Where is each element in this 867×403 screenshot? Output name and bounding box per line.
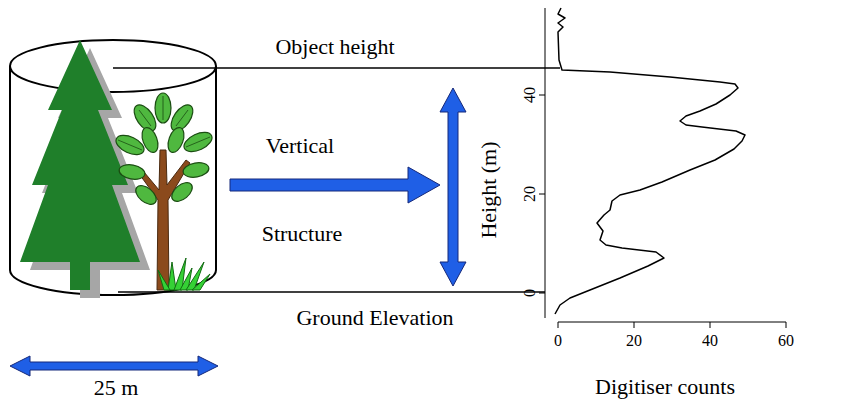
annotation: Structure	[262, 223, 343, 245]
tick-label: 0	[554, 333, 562, 349]
tick-label: 20	[522, 186, 538, 202]
tick-label: 20	[626, 333, 642, 349]
tick-label: 0	[522, 289, 538, 297]
waveform-curve	[555, 8, 745, 314]
transform-arrow	[230, 167, 440, 203]
annotation: Object height	[275, 36, 394, 58]
dimension-label: 25 m	[94, 377, 139, 399]
grass	[158, 258, 210, 290]
tick-label: 60	[778, 333, 794, 349]
conifer-tree	[20, 40, 140, 290]
annotation: Ground Elevation	[296, 307, 453, 329]
tick-label: 40	[522, 87, 538, 103]
height-arrow	[440, 88, 466, 286]
plot-cylinder	[10, 40, 216, 295]
axis-title: Height (m)	[478, 141, 500, 238]
annotation: Vertical	[266, 135, 334, 157]
tick-label: 40	[702, 333, 718, 349]
width-arrow	[10, 356, 218, 376]
deciduous-tree	[113, 93, 215, 290]
axis-title: Digitiser counts	[595, 376, 735, 398]
chart-axes	[539, 8, 786, 328]
ground-line	[118, 291, 545, 293]
object-height-line	[113, 67, 560, 69]
